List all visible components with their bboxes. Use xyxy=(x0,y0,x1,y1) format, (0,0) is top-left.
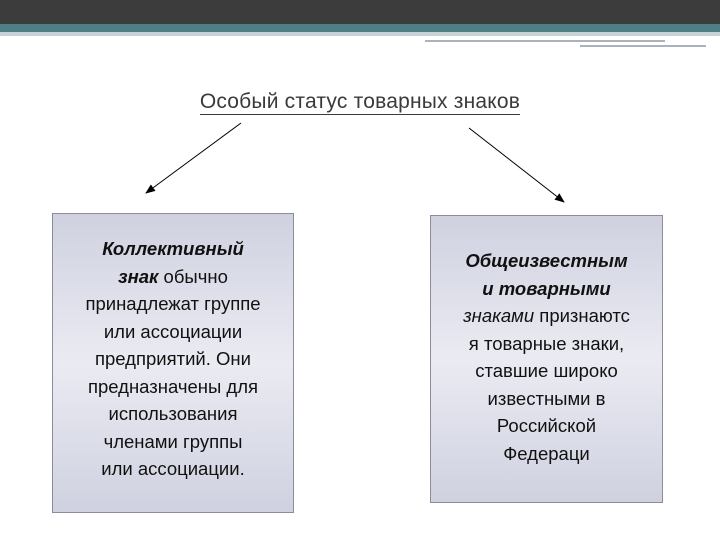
text-line: или ассоциации xyxy=(53,318,293,346)
text-segment: предприятий. Они xyxy=(94,348,251,369)
text-segment: использования xyxy=(108,403,238,424)
text-line: знак обычно xyxy=(53,263,293,291)
text-segment: обычно xyxy=(158,265,228,287)
text-line: или ассоциации. xyxy=(53,455,293,483)
text-segment: Коллективный xyxy=(102,238,244,259)
text-line: принадлежат группе xyxy=(53,290,293,318)
text-segment: Российской xyxy=(496,415,597,436)
text-segment: знак xyxy=(118,265,159,287)
text-line: известными в xyxy=(431,385,662,413)
text-segment: и товарными xyxy=(482,277,611,299)
text-line: Российской xyxy=(431,412,662,440)
header-band-dark xyxy=(0,0,720,24)
text-line: и товарными xyxy=(431,275,662,303)
diagram-title-text: Особый статус товарных знаков xyxy=(199,90,521,115)
text-line: я товарные знаки, xyxy=(431,330,662,358)
header-deco-line xyxy=(425,40,665,42)
header-deco-line xyxy=(580,45,706,47)
arrow-to-right-box xyxy=(468,127,565,203)
text-line: Федераци xyxy=(431,440,662,468)
arrow-to-left-box xyxy=(145,122,242,194)
text-line: использования xyxy=(53,400,293,428)
text-segment: Федераци xyxy=(503,442,590,464)
text-segment: или ассоциации xyxy=(103,320,243,342)
text-segment: Общеизвестным xyxy=(465,250,628,271)
text-line: Коллективный xyxy=(53,235,293,263)
text-segment: предназначены для xyxy=(87,375,259,397)
text-segment: принадлежат группе xyxy=(85,293,261,314)
well-known-mark-box: Общеизвестным и товарными знаками признают… xyxy=(430,215,663,503)
text-segment: признаютс xyxy=(534,305,630,326)
diagram-title: Особый статус товарных знаков xyxy=(0,90,720,115)
text-segment: или ассоциации. xyxy=(101,458,245,479)
text-line: членами группы xyxy=(53,428,293,456)
text-segment: ставшие широко xyxy=(475,360,618,381)
text-segment: знаками xyxy=(463,305,535,326)
text-segment: членами группы xyxy=(103,430,243,452)
text-line: предприятий. Они xyxy=(53,345,293,373)
text-line: Общеизвестным xyxy=(431,247,662,275)
text-line: предназначены для xyxy=(53,373,293,401)
header-band-teal xyxy=(0,24,720,32)
header-band-light xyxy=(0,32,720,36)
text-segment: известными в xyxy=(487,387,606,409)
text-line: ставшие широко xyxy=(431,357,662,385)
text-segment: я товарные знаки, xyxy=(468,332,625,354)
text-line: знаками признаютс xyxy=(431,302,662,330)
